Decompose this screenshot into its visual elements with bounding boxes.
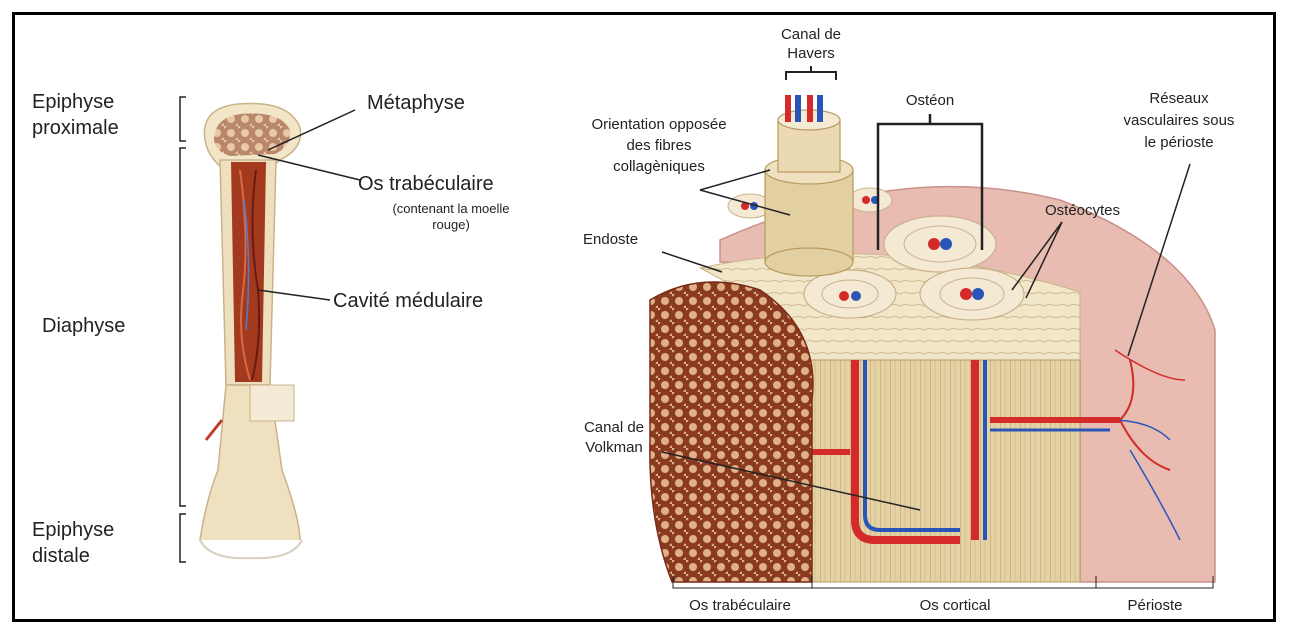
label-bottom-os-cortical: Os cortical [919,597,991,614]
label-os-trabeculaire-note-2: rouge) [432,217,470,232]
label-osteon: Ostéon [905,92,955,109]
label-canal-havers-1: Canal de [780,26,842,43]
trabecular-bone [649,281,814,583]
label-canal-volkman-1: Canal de [583,419,645,436]
label-canal-volkman-2: Volkman [585,439,643,456]
label-os-trabeculaire: Os trabéculaire [358,173,494,195]
label-diaphyse: Diaphyse [42,315,126,337]
label-orientation-1: Orientation opposée [591,116,727,133]
label-canal-havers-2: Havers [787,45,835,62]
label-orientation-3: collagèniques [613,158,705,175]
long-bone [179,96,361,563]
label-epiphyse-proximale-1: Epiphyse [32,91,115,113]
bone-tissue-block [649,66,1216,589]
label-orientation-2: des fibres [626,137,692,154]
label-endoste: Endoste [583,231,639,248]
label-osteocytes: Ostéocytes [1045,202,1121,219]
label-reseaux-1: Réseaux [1149,90,1209,107]
label-reseaux-2: vasculaires sous [1123,112,1235,129]
label-reseaux-3: le périoste [1144,134,1214,151]
label-bottom-perioste: Périoste [1127,597,1183,614]
compact-bone-front [804,359,1081,583]
haversian-cylinder [764,95,854,277]
label-epiphyse-distale-2: distale [32,545,90,567]
label-os-trabeculaire-note-1: (contenant la moelle [392,201,510,216]
label-cavite-medulaire: Cavité médulaire [333,290,484,312]
label-epiphyse-proximale-2: proximale [32,117,119,139]
label-epiphyse-distale-1: Epiphyse [32,519,115,541]
haversian-canals [741,196,984,301]
label-bottom-os-trabeculaire: Os trabéculaire [689,597,791,614]
volkman-vessels [800,360,1120,544]
label-metaphyse: Métaphyse [367,92,465,114]
